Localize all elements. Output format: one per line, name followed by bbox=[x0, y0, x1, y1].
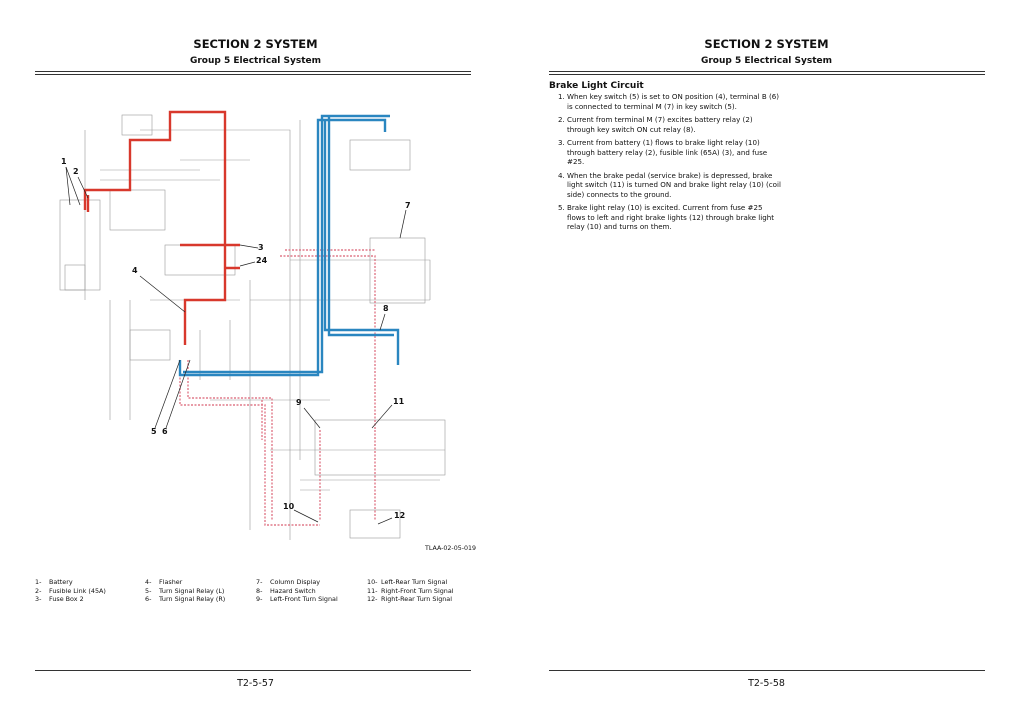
callout-8: 8 bbox=[383, 304, 389, 313]
footer-rule bbox=[35, 670, 471, 671]
left-page: SECTION 2 SYSTEM Group 5 Electrical Syst… bbox=[35, 37, 477, 689]
callout-6: 6 bbox=[162, 427, 168, 436]
footer-rule bbox=[549, 670, 985, 671]
legend-col-4: 10-Left-Rear Turn Signal 11-Right-Front … bbox=[367, 578, 454, 604]
section-title: SECTION 2 SYSTEM bbox=[193, 37, 318, 51]
callout-12: 12 bbox=[394, 511, 406, 520]
section-title: SECTION 2 SYSTEM bbox=[704, 37, 829, 51]
page-number: T2-5-58 bbox=[748, 678, 785, 689]
legend-col-3: 7-Column Display 8-Hazard Switch 9-Left-… bbox=[256, 578, 338, 604]
callout-7: 7 bbox=[405, 201, 411, 210]
step: When key switch (5) is set to ON positio… bbox=[567, 92, 782, 111]
wiring-diagram bbox=[59, 110, 446, 540]
header-rule bbox=[35, 71, 471, 72]
step: Current from terminal M (7) excites batt… bbox=[567, 115, 782, 134]
callout-5: 5 bbox=[151, 427, 157, 436]
page-number: T2-5-57 bbox=[237, 678, 274, 689]
legend-col-1: 1-Battery 2-Fusible Link (45A) 3-Fuse Bo… bbox=[35, 578, 106, 604]
figure-id: TLAA-02-05-019 bbox=[425, 545, 477, 552]
header-rule bbox=[549, 71, 985, 72]
callout-9: 9 bbox=[296, 398, 302, 407]
steps-list: When key switch (5) is set to ON positio… bbox=[547, 92, 782, 236]
callout-3: 3 bbox=[258, 243, 264, 252]
callout-1: 1 bbox=[61, 157, 67, 166]
callout-2: 2 bbox=[73, 167, 79, 176]
group-title: Group 5 Electrical System bbox=[189, 56, 321, 66]
section-heading: Brake Light Circuit bbox=[549, 81, 644, 91]
callout-4: 4 bbox=[132, 266, 138, 275]
legend-col-2: 4-Flasher 5-Turn Signal Relay (L) 6-Turn… bbox=[145, 578, 226, 604]
header-rule bbox=[549, 74, 985, 75]
step: When the brake pedal (service brake) is … bbox=[567, 171, 782, 200]
callout-24: 24 bbox=[256, 256, 268, 265]
step: Current from battery (1) flows to brake … bbox=[567, 138, 782, 167]
group-title: Group 5 Electrical System bbox=[700, 56, 832, 66]
callout-11: 11 bbox=[393, 397, 405, 406]
header-rule bbox=[35, 74, 471, 75]
callout-10: 10 bbox=[283, 502, 295, 511]
right-page: SECTION 2 SYSTEM Group 5 Electrical Syst… bbox=[511, 0, 1022, 722]
step: Brake light relay (10) is excited. Curre… bbox=[567, 203, 782, 232]
